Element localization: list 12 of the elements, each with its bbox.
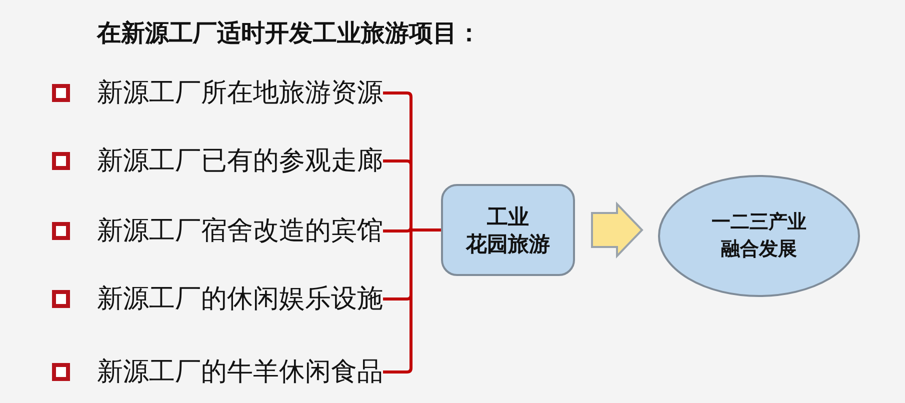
process-box <box>441 184 575 276</box>
list-item: 新源工厂所在地旅游资源 <box>97 78 383 108</box>
box-label: 花园旅游 <box>466 230 550 257</box>
title: 在新源工厂适时开发工业旅游项目： <box>97 17 481 49</box>
list-item: 新源工厂已有的参观走廊 <box>97 146 383 176</box>
result-ellipse <box>658 175 860 297</box>
box-label: 工业 <box>487 203 529 230</box>
list-item: 新源工厂宿舍改造的宾馆 <box>97 216 383 246</box>
ellipse-label: 一二三产业融合发展 <box>710 210 808 262</box>
list-item: 新源工厂的牛羊休闲食品 <box>97 357 383 387</box>
block-arrow <box>591 202 644 258</box>
list-item: 新源工厂的休闲娱乐设施 <box>97 284 383 314</box>
